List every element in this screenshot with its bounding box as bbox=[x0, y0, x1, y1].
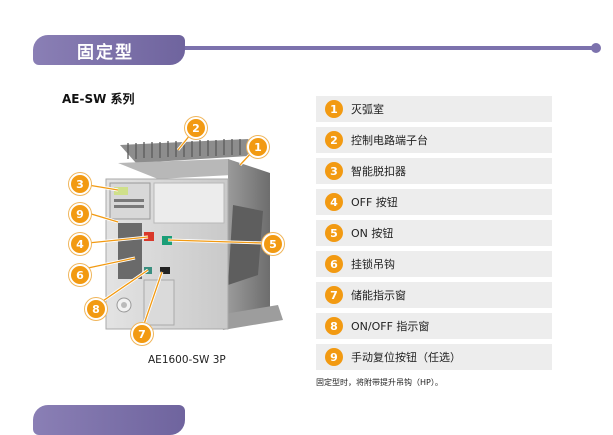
product-caption: AE1600-SW 3P bbox=[148, 354, 226, 366]
product-marker-8: 8 bbox=[85, 298, 107, 320]
legend-label: 智能脱扣器 bbox=[351, 165, 406, 178]
product-marker-7: 7 bbox=[131, 323, 153, 345]
product-marker-2: 2 bbox=[185, 117, 207, 139]
legend-number-badge: 3 bbox=[325, 162, 343, 180]
section-rule bbox=[185, 46, 597, 50]
legend-item: 5 ON 按钮 bbox=[316, 220, 552, 246]
section-title: 固定型 bbox=[77, 42, 134, 63]
legend-item: 6 挂锁吊钩 bbox=[316, 251, 552, 277]
legend-number-badge: 7 bbox=[325, 286, 343, 304]
next-section-pill bbox=[33, 405, 185, 435]
parts-legend: 1 灭弧室 2 控制电路端子台 3 智能脱扣器 4 OFF 按钮 5 ON 按钮… bbox=[316, 96, 552, 375]
product-marker-4: 4 bbox=[69, 233, 91, 255]
legend-number-badge: 1 bbox=[325, 100, 343, 118]
legend-item: 3 智能脱扣器 bbox=[316, 158, 552, 184]
product-marker-3: 3 bbox=[69, 173, 91, 195]
product-marker-9: 9 bbox=[69, 203, 91, 225]
legend-item: 1 灭弧室 bbox=[316, 96, 552, 122]
legend-label: 储能指示窗 bbox=[351, 289, 406, 302]
legend-number-badge: 6 bbox=[325, 255, 343, 273]
legend-label: OFF 按钮 bbox=[351, 196, 398, 209]
legend-label: 控制电路端子台 bbox=[351, 134, 428, 147]
series-title: AE-SW 系列 bbox=[62, 92, 135, 106]
legend-number-badge: 4 bbox=[325, 193, 343, 211]
legend-label: ON 按钮 bbox=[351, 227, 394, 240]
section-title-pill: 固定型 bbox=[33, 35, 185, 65]
leader-lines bbox=[87, 129, 265, 331]
legend-item: 2 控制电路端子台 bbox=[316, 127, 552, 153]
legend-label: ON/OFF 指示窗 bbox=[351, 320, 430, 333]
product-marker-5: 5 bbox=[262, 233, 284, 255]
legend-number-badge: 9 bbox=[325, 348, 343, 366]
legend-label: 挂锁吊钩 bbox=[351, 258, 395, 271]
legend-label: 灭弧室 bbox=[351, 103, 384, 116]
legend-number-badge: 5 bbox=[325, 224, 343, 242]
legend-label: 手动复位按钮（任选） bbox=[351, 351, 461, 364]
legend-item: 9 手动复位按钮（任选） bbox=[316, 344, 552, 370]
legend-item: 4 OFF 按钮 bbox=[316, 189, 552, 215]
legend-item: 7 储能指示窗 bbox=[316, 282, 552, 308]
product-marker-1: 1 bbox=[247, 136, 269, 158]
legend-number-badge: 8 bbox=[325, 317, 343, 335]
legend-item: 8 ON/OFF 指示窗 bbox=[316, 313, 552, 339]
section-rule-end-dot bbox=[591, 43, 601, 53]
product-marker-6: 6 bbox=[69, 264, 91, 286]
footnote: 固定型时，将附带提升吊钩（HP）。 bbox=[316, 378, 443, 387]
breaker-illustration bbox=[105, 139, 283, 330]
legend-number-badge: 2 bbox=[325, 131, 343, 149]
